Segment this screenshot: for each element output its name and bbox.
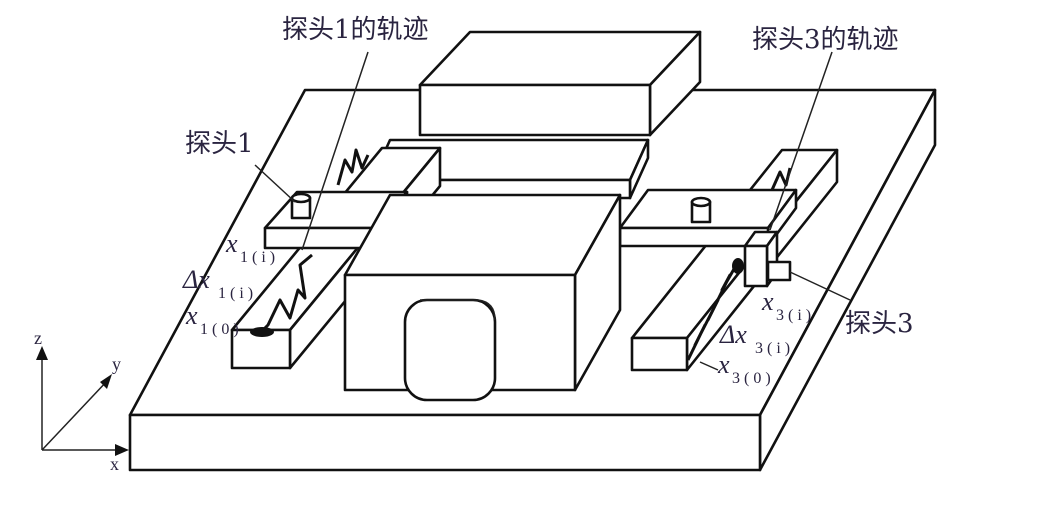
- symbol-x3i: x 3 ( i ): [761, 287, 811, 324]
- lower-block-top: [343, 193, 622, 277]
- label-probe3: 探头3: [845, 309, 914, 339]
- svg-text:3 ( i ): 3 ( i ): [776, 307, 811, 324]
- symbol-dx3i: Δx 3 ( i ): [719, 320, 790, 357]
- track-1-start-dot: [250, 327, 274, 337]
- symbol-x1i: x 1 ( i ): [225, 229, 275, 266]
- upper-block-front: [418, 83, 652, 137]
- symbol-x10: x 1 ( 0 ): [185, 301, 239, 338]
- probe-3-track-lower: [686, 261, 740, 361]
- leader-x30: [699, 361, 719, 371]
- probe-3-icon: [766, 260, 792, 282]
- knob: [403, 298, 497, 402]
- axis-x-label: x: [110, 454, 119, 474]
- svg-text:x: x: [717, 350, 730, 379]
- svg-text:3 ( 0 ): 3 ( 0 ): [732, 370, 771, 387]
- svg-text:1 ( 0 ): 1 ( 0 ): [200, 321, 239, 338]
- leader-probe3: [789, 271, 851, 301]
- svg-text:3 ( i ): 3 ( i ): [755, 340, 790, 357]
- label-probe1-track: 探头1的轨迹: [282, 15, 429, 45]
- axis-y-label: y: [112, 354, 121, 374]
- axis-z-label: z: [34, 328, 42, 348]
- coordinate-axes: z y x: [34, 328, 129, 474]
- probe-1-track-upper: [336, 148, 370, 186]
- track-3-dot: [732, 258, 744, 274]
- left-arm-front: [263, 226, 377, 250]
- base-plate-front: [128, 413, 762, 472]
- svg-text:x: x: [185, 301, 198, 330]
- svg-text:Δx: Δx: [719, 320, 747, 349]
- knob-edge: [420, 299, 496, 321]
- svg-text:Δx: Δx: [182, 265, 210, 294]
- probe-1-track-lower: [256, 253, 313, 337]
- probe-1-icon: [290, 192, 312, 220]
- svg-text:1 ( i ): 1 ( i ): [240, 249, 275, 266]
- label-probe3-track: 探头3的轨迹: [752, 25, 899, 55]
- right-rail-front: [630, 336, 689, 372]
- symbol-dx1i: Δx 1 ( i ): [182, 265, 253, 302]
- probe-2-icon: [690, 196, 712, 224]
- svg-text:x: x: [225, 229, 238, 258]
- leader-probe1-track: [301, 51, 369, 251]
- symbol-x30: x 3 ( 0 ): [717, 350, 771, 387]
- svg-text:x: x: [761, 287, 774, 316]
- label-probe1: 探头1: [185, 129, 254, 159]
- leader-probe3-track: [769, 51, 833, 231]
- right-arm-post-front: [743, 244, 769, 288]
- leader-probe1: [254, 164, 296, 203]
- svg-text:1 ( i ): 1 ( i ): [218, 285, 253, 302]
